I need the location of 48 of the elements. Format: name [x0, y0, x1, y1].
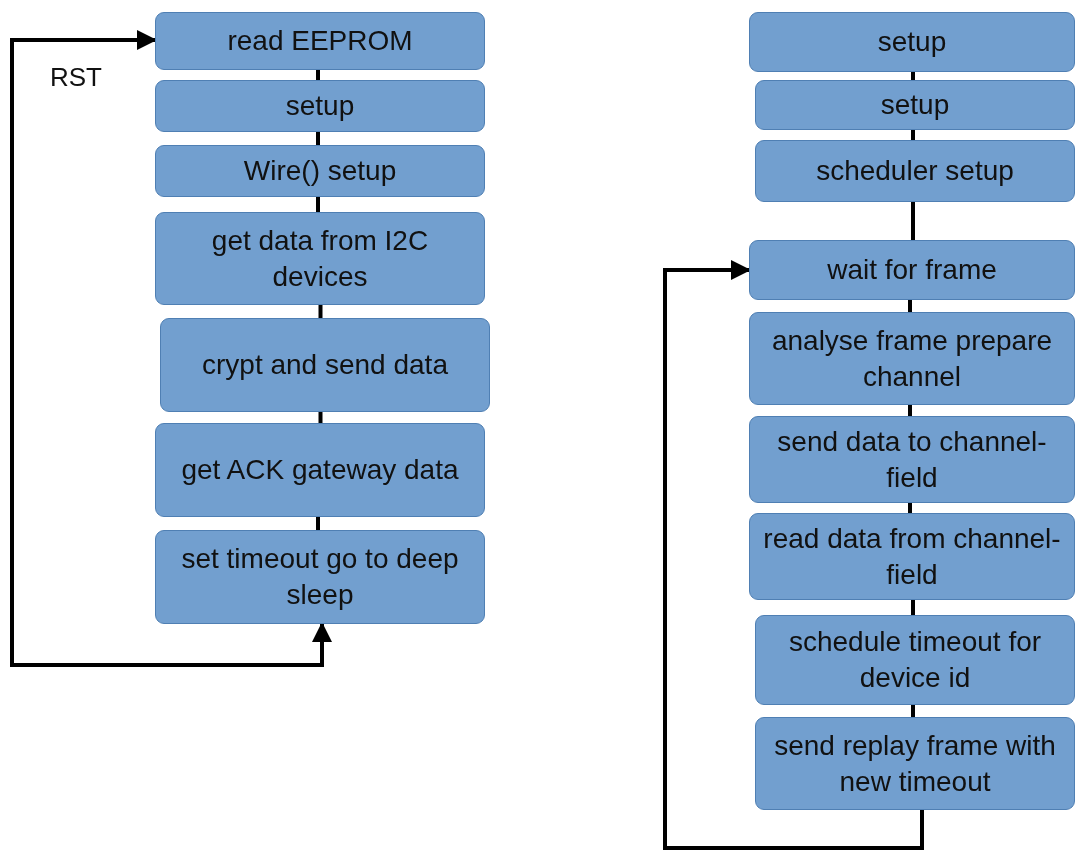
process-box — [155, 145, 485, 197]
connector-line — [911, 130, 915, 140]
process-box — [749, 312, 1075, 405]
step-text: crypt and send data — [202, 348, 448, 382]
connector-line — [908, 405, 912, 416]
connector-line — [911, 705, 915, 717]
step-text: setup — [285, 89, 355, 123]
process-box — [155, 212, 485, 305]
step-text: get ACK gateway data — [181, 453, 459, 487]
process-box — [160, 318, 490, 412]
step-text: send data to channel-field — [776, 424, 1048, 495]
process-box — [155, 80, 485, 132]
connector-line — [318, 412, 323, 423]
step-text: setup — [880, 88, 950, 122]
step-text: wait for frame — [827, 253, 997, 287]
loop-arrow — [10, 30, 332, 667]
process-box — [155, 423, 485, 517]
connector-line — [911, 72, 915, 80]
connector-line — [316, 132, 320, 145]
step-text: schedule timeout for device id — [787, 625, 1043, 695]
step-text: analyse frame prepare channel — [770, 323, 1054, 394]
connector-line — [908, 503, 912, 513]
process-box — [155, 530, 485, 624]
step-text: scheduler setup — [816, 154, 1014, 188]
connector-line — [911, 202, 915, 240]
connector-line — [316, 197, 320, 212]
step-text: set timeout go to deep sleep — [180, 542, 460, 612]
step-text: read data from channel-field — [762, 521, 1062, 592]
process-box — [749, 12, 1075, 72]
loop-arrow — [663, 260, 924, 850]
step-text: read EEPROM — [227, 24, 413, 58]
step-text: get data from I2C devices — [210, 223, 430, 294]
process-box — [755, 717, 1075, 810]
process-box — [755, 615, 1075, 705]
process-box — [749, 513, 1075, 600]
process-box — [155, 12, 485, 70]
step-text: send replay frame with new timeout — [773, 728, 1057, 799]
process-box — [755, 140, 1075, 202]
process-box — [749, 240, 1075, 300]
connector-line — [908, 300, 912, 312]
connector-line — [911, 600, 915, 615]
process-box — [755, 80, 1075, 130]
connector-line — [316, 517, 320, 530]
process-box — [749, 416, 1075, 503]
connector-line — [316, 70, 320, 80]
step-text: Wire() setup — [243, 154, 397, 188]
connector-line — [318, 305, 323, 318]
step-text: setup — [877, 25, 947, 59]
